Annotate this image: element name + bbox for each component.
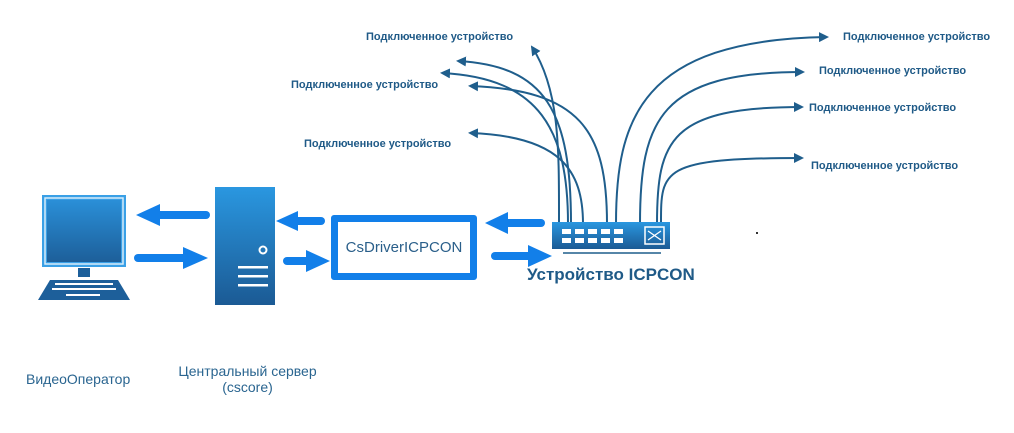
driver-box: CsDriverICPCON	[331, 215, 477, 280]
server-tower-icon	[215, 187, 275, 305]
arrow-server-to-operator	[136, 204, 210, 226]
connection-line	[639, 67, 805, 225]
server-label-line1: Центральный сервер	[178, 363, 317, 379]
connected-device-label: Подключенное устройство	[291, 79, 439, 91]
arrow-driver-to-icpcon	[491, 245, 552, 267]
connected-device-label: Подключенное устройство	[843, 31, 991, 43]
connection-line	[615, 32, 829, 225]
server-label-line2: (cscore)	[222, 379, 273, 395]
connected-device-label: Подключенное устройство	[811, 160, 959, 172]
connection-line	[456, 56, 572, 225]
connected-device-label: Подключенное устройство	[304, 138, 452, 150]
arrow-icpcon-to-driver	[485, 212, 545, 234]
connected-device-label: Подключенное устройство	[366, 31, 514, 43]
connection-line	[468, 81, 608, 225]
arrow-operator-to-server	[134, 247, 208, 269]
icpcon-label: Устройство ICPCON	[527, 265, 695, 284]
arrow-driver-to-server	[276, 211, 325, 231]
connection-line	[530, 45, 561, 225]
connection-line	[440, 68, 569, 225]
connected-device-label: Подключенное устройство	[819, 65, 967, 77]
server-label: Центральный сервер (cscore)	[170, 363, 325, 395]
operator-label: ВидеоОператор	[26, 371, 131, 387]
connection-line	[468, 128, 584, 225]
connected-device-label: Подключенное устройство	[809, 102, 957, 114]
connection-line	[656, 102, 804, 225]
stray-dot	[756, 232, 758, 234]
arrow-server-to-driver	[283, 250, 330, 272]
network-switch-icon	[552, 222, 670, 254]
connection-line	[659, 153, 804, 225]
computer-monitor-icon	[38, 195, 130, 300]
driver-label: CsDriverICPCON	[345, 239, 463, 256]
